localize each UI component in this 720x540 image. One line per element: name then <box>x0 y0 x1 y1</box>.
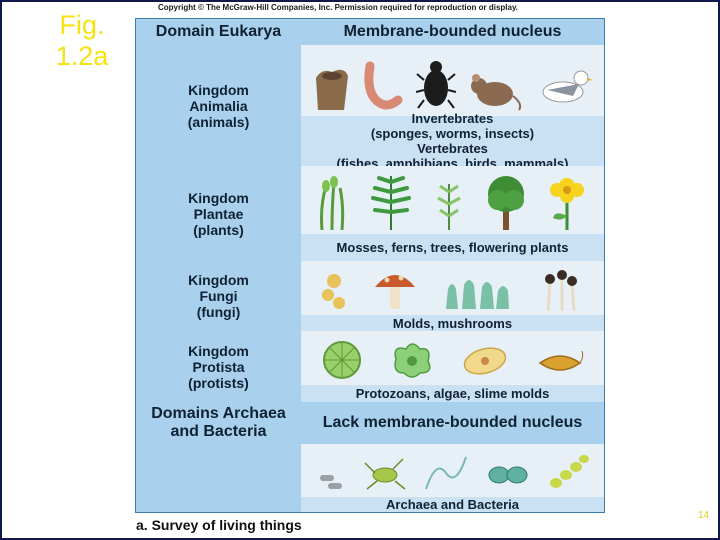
euglena-icon <box>539 350 584 371</box>
animalia-line-2: Animalia <box>189 97 248 114</box>
kingdom-fungi-label: Kingdom Fungi (fungi) <box>136 261 301 331</box>
invertebrates-title: Invertebrates <box>411 111 494 126</box>
figure-label-line: Fig. <box>59 10 105 40</box>
protists-illustration <box>301 331 604 385</box>
plantae-line-2: Plantae <box>193 205 244 222</box>
animals-illustration <box>301 45 604 116</box>
animals-caption: Invertebrates (sponges, worms, insects) … <box>301 111 604 171</box>
mouse-icon <box>470 74 521 111</box>
fungi-line-1: Kingdom <box>188 272 249 288</box>
worm-icon <box>364 61 403 110</box>
fungi-line-2: Fungi <box>199 288 238 304</box>
moss-icon <box>319 176 344 230</box>
filament-bacteria-icon <box>424 456 467 490</box>
rod-bacteria-icon <box>319 475 342 489</box>
prokaryote-left-spacer <box>136 444 301 512</box>
figure-label-line: 1.2a <box>55 41 109 71</box>
prokaryotes-caption: Archaea and Bacteria <box>301 497 604 512</box>
prokaryote-line-1: Domains Archaea <box>151 405 286 422</box>
plantae-line-3: (plants) <box>193 221 244 238</box>
prokaryotes-illustration <box>301 444 604 497</box>
chain-bacteria-icon <box>549 455 589 488</box>
protista-line-2: Protista <box>192 358 245 375</box>
plants-illustration <box>301 166 604 234</box>
flower-icon <box>550 178 585 230</box>
figure-caption: a. Survey of living things <box>136 517 302 533</box>
kingdom-protista-label: Kingdom Protista (protists) <box>136 331 301 402</box>
mold-icon <box>322 274 346 309</box>
domain-eukarya-header: Domain Eukarya <box>136 19 301 45</box>
plants-caption: Mosses, ferns, trees, flowering plants <box>301 234 604 261</box>
paramecium-icon <box>463 347 507 375</box>
membrane-nucleus-header: Membrane-bounded nucleus <box>301 19 604 45</box>
prokaryote-domains-label: Domains Archaea and Bacteria <box>136 402 301 444</box>
animalia-line-1: Kingdom <box>188 81 249 98</box>
protists-caption: Protozoans, algae, slime molds <box>301 385 604 402</box>
moss-sprig-icon <box>437 184 462 230</box>
fungi-illustration <box>301 261 604 315</box>
tree-icon <box>487 176 524 230</box>
fungi-line-3: (fungi) <box>196 304 241 320</box>
fern-icon <box>371 176 412 230</box>
archaea-icon <box>363 458 405 490</box>
protista-line-1: Kingdom <box>188 342 249 359</box>
diatom-icon <box>322 341 361 379</box>
animalia-line-3: (animals) <box>187 113 250 130</box>
fungi-caption: Molds, mushrooms <box>301 315 604 331</box>
prokaryote-line-2: and Bacteria <box>170 423 267 440</box>
beetle-icon <box>416 61 457 109</box>
kingdom-animalia-label: Kingdom Animalia (animals) <box>136 45 301 166</box>
sponge-icon <box>316 69 349 110</box>
mushroom-icon <box>375 275 416 309</box>
figure-label-text: Fig.1.2a <box>44 10 120 72</box>
no-nucleus-header: Lack membrane-bounded nucleus <box>301 402 604 444</box>
gull-icon <box>542 70 593 103</box>
invertebrates-examples: (sponges, worms, insects) <box>370 126 535 141</box>
coccus-bacteria-icon <box>488 466 527 484</box>
amoeba-icon <box>394 343 431 378</box>
vertebrates-title: Vertebrates <box>417 141 488 156</box>
page-number: 14 <box>698 510 710 521</box>
kingdom-plantae-label: Kingdom Plantae (plants) <box>136 166 301 261</box>
figure-label: Fig.1.2a <box>44 10 120 72</box>
small-mushrooms-icon <box>544 270 577 311</box>
copyright-notice: Copyright © The McGraw-Hill Companies, I… <box>158 3 519 12</box>
plantae-line-1: Kingdom <box>188 189 249 206</box>
fungus-cluster-icon <box>445 280 509 309</box>
living-things-figure: Domain Eukarya Membrane-bounded nucleus … <box>135 18 605 513</box>
protista-line-3: (protists) <box>188 374 249 391</box>
